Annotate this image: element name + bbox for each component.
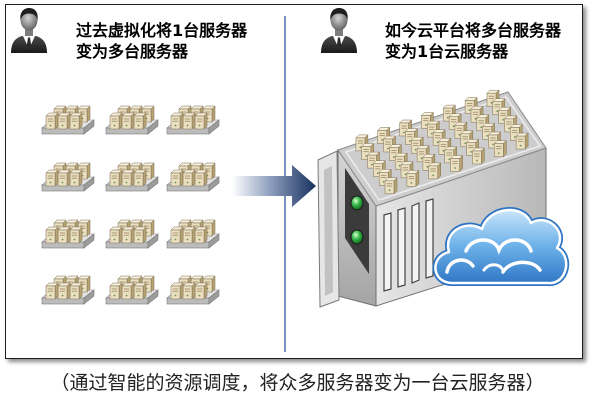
server-cluster-icon bbox=[167, 163, 219, 191]
server-cluster-icon bbox=[42, 276, 94, 304]
server-cluster-icon bbox=[42, 163, 94, 191]
power-led-icon bbox=[350, 195, 364, 211]
mini-server-icon bbox=[406, 169, 420, 187]
right-title-line-2: 变为1台云服务器 bbox=[385, 42, 509, 61]
led-panel bbox=[345, 168, 369, 274]
drive-slot bbox=[425, 198, 434, 279]
cloud-icon bbox=[432, 207, 570, 286]
rack-mount-ear-groove bbox=[324, 166, 333, 296]
left-title-line-1: 过去虚拟化将1台服务器 bbox=[76, 21, 248, 40]
server-cluster-icon bbox=[167, 220, 219, 248]
left-title-line-2: 变为多台服务器 bbox=[76, 42, 189, 61]
caption: （通过智能的资源调度，将众多服务器变为一台云服务器） bbox=[50, 372, 545, 394]
right-panel bbox=[317, 8, 570, 308]
server-cluster-icon bbox=[167, 106, 219, 134]
mini-server-icon bbox=[471, 147, 485, 165]
server-cluster-icon bbox=[106, 220, 158, 248]
server-cluster-icon bbox=[106, 106, 158, 134]
server-cluster-icon bbox=[42, 220, 94, 248]
server-cluster-grid bbox=[42, 106, 219, 304]
server-cluster-icon bbox=[106, 276, 158, 304]
server-cluster-icon bbox=[167, 276, 219, 304]
drive-slot bbox=[411, 202, 420, 284]
mini-server-icon bbox=[493, 140, 507, 158]
server-cluster-icon bbox=[42, 106, 94, 134]
businessman-icon bbox=[11, 8, 47, 53]
drive-slot bbox=[383, 212, 392, 292]
mini-server-icon bbox=[428, 162, 442, 180]
mini-server-icon bbox=[515, 132, 529, 150]
businessman-icon bbox=[321, 8, 357, 53]
status-led-icon bbox=[350, 229, 364, 245]
mini-server-icon bbox=[384, 177, 398, 195]
server-cluster-icon bbox=[106, 163, 158, 191]
arrow-right-icon bbox=[232, 165, 316, 207]
drive-slot bbox=[397, 207, 406, 288]
mini-server-icon bbox=[450, 155, 464, 172]
right-title-line-1: 如今云平台将多台服务器 bbox=[385, 21, 562, 40]
